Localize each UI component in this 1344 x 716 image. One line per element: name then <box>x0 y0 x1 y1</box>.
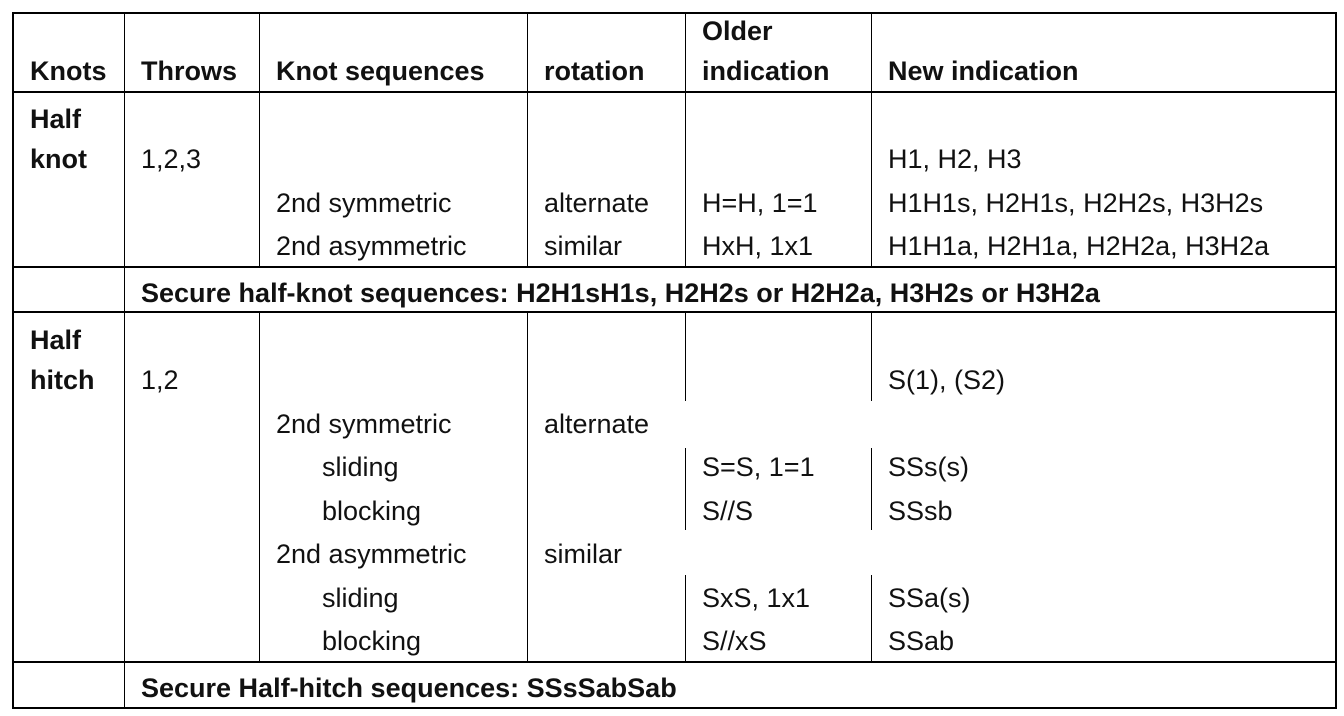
half-knot-asym-new: H1H1a, H2H1a, H2H2a, H3H2a <box>888 231 1270 261</box>
half-knot-sym-rotation: alternate <box>544 188 650 218</box>
half-hitch-sym-sliding-older: S=S, 1=1 <box>702 452 815 482</box>
col-sep-1 <box>124 12 125 267</box>
half-knot-asym-older: HxH, 1x1 <box>702 231 814 261</box>
half-hitch-label-line1: Half <box>30 325 82 355</box>
col-sep-5 <box>871 12 872 267</box>
half-knot-asym-rotation: similar <box>544 231 622 261</box>
half-knot-sym-sequence: 2nd symmetric <box>276 188 452 218</box>
header-rotation: rotation <box>544 56 645 86</box>
half-knot-throws: 1,2,3 <box>141 144 202 174</box>
half-knot-new-basic: H1, H2, H3 <box>888 144 1022 174</box>
hitch-col-sep-1 <box>124 311 125 662</box>
half-hitch-asym-blocking-older: S//xS <box>702 626 767 656</box>
half-hitch-asym-blocking-label: blocking <box>322 626 422 656</box>
half-hitch-asym-sliding-older: SxS, 1x1 <box>702 583 811 613</box>
half-hitch-sym-blocking-label: blocking <box>322 496 422 526</box>
half-hitch-asym-sliding-label: sliding <box>322 583 399 613</box>
hitch-col-sep-4c <box>685 575 686 662</box>
secure-half-hitch-sequences: Secure Half-hitch sequences: SSsSabSab <box>141 673 677 703</box>
header-knots: Knots <box>30 56 107 86</box>
secure-hitch-sep <box>124 661 125 708</box>
header-older-line1: Older <box>702 16 773 46</box>
half-hitch-asym-blocking-new: SSab <box>888 626 955 656</box>
half-knot-sym-older: H=H, 1=1 <box>702 188 818 218</box>
half-hitch-sym-rotation: alternate <box>544 409 650 439</box>
half-hitch-asym-rotation: similar <box>544 539 622 569</box>
half-hitch-rule <box>12 661 1337 663</box>
header-throws: Throws <box>141 56 238 86</box>
hitch-col-sep-5a <box>871 311 872 401</box>
half-hitch-sym-sliding-new: SSs(s) <box>888 452 969 482</box>
half-knot-rule <box>12 266 1337 268</box>
secure-half-knot-sequences: Secure half-knot sequences: H2H1sH1s, H2… <box>141 278 1100 308</box>
hitch-col-sep-3 <box>527 311 528 662</box>
col-sep-3 <box>527 12 528 267</box>
hitch-col-sep-4a <box>685 311 686 401</box>
table-border-top <box>12 12 1337 14</box>
half-knot-label-line1: Half <box>30 104 82 134</box>
header-older-line2: indication <box>702 56 830 86</box>
col-sep-4 <box>685 12 686 267</box>
half-hitch-sym-sliding-label: sliding <box>322 452 399 482</box>
header-new-indication: New indication <box>888 56 1079 86</box>
half-hitch-asym-sequence: 2nd asymmetric <box>276 539 467 569</box>
table-border-right <box>1335 12 1337 709</box>
half-hitch-label-line2: hitch <box>30 365 95 395</box>
half-hitch-asym-sliding-new: SSa(s) <box>888 583 971 613</box>
secure-knot-sep <box>124 266 125 312</box>
half-knot-asym-sequence: 2nd asymmetric <box>276 231 467 261</box>
table-border-bottom <box>12 707 1337 709</box>
half-knot-sym-new: H1H1s, H2H1s, H2H2s, H3H2s <box>888 188 1264 218</box>
half-hitch-throws: 1,2 <box>141 365 179 395</box>
half-hitch-sym-blocking-older: S//S <box>702 496 754 526</box>
hitch-col-sep-5c <box>871 575 872 662</box>
table-border-left <box>12 12 14 709</box>
secure-half-knot-rule <box>12 311 1337 313</box>
half-hitch-sym-sequence: 2nd symmetric <box>276 409 452 439</box>
hitch-col-sep-4b <box>685 448 686 530</box>
col-sep-2 <box>259 12 260 267</box>
half-hitch-sym-blocking-new: SSsb <box>888 496 953 526</box>
half-hitch-new-basic: S(1), (S2) <box>888 365 1006 395</box>
header-rule <box>12 91 1337 93</box>
hitch-col-sep-2 <box>259 311 260 662</box>
header-knot-sequences: Knot sequences <box>276 56 485 86</box>
half-knot-label-line2: knot <box>30 144 87 174</box>
hitch-col-sep-5b <box>871 448 872 530</box>
